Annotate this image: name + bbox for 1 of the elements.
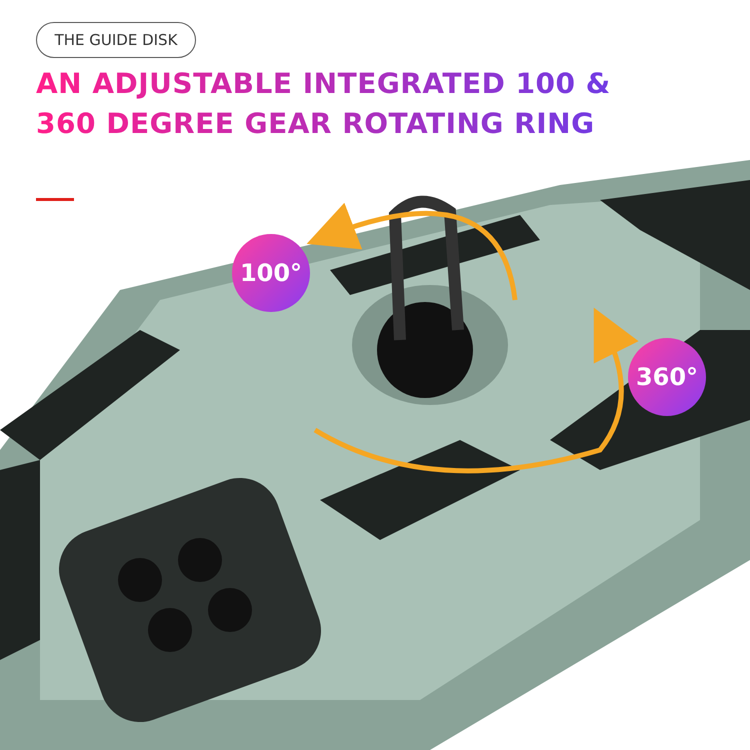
tag-label: THE GUIDE DISK xyxy=(36,22,196,58)
